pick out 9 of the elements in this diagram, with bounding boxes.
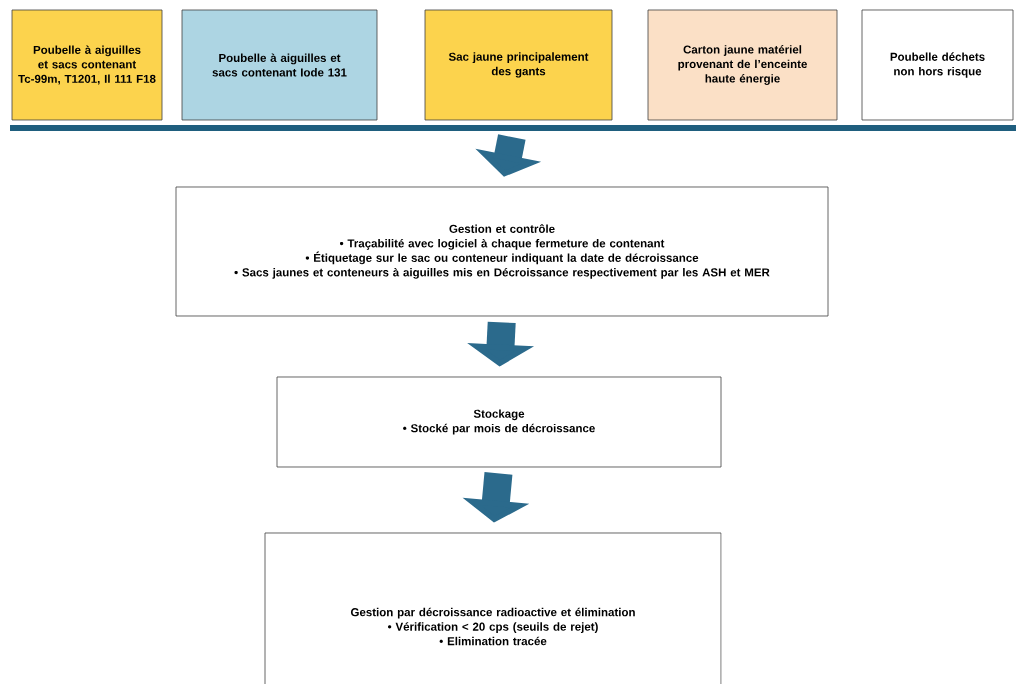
waste-box: Poubelle à aiguilles et sacs contenant Tc-99m, T1201, Il 111 F18 [11, 9, 163, 121]
divider-bar [10, 125, 1016, 131]
waste-box: Poubelle à aiguilles et sacs contenant Iode 131 [181, 9, 378, 121]
waste-box: Carton jaune matériel provenant de l’enceinte haute énergie [647, 9, 838, 121]
process-box: Stockage • Stocké par mois de décroissance [276, 376, 722, 468]
waste-box: Poubelle déchets non hors risque [861, 9, 1014, 121]
waste-box: Sac jaune principalement des gants [424, 9, 613, 121]
process-box: Gestion par décroissance radioactive et élimination • Vérification < 20 cps (seuils de rejet) • Elimination tracée [264, 532, 722, 684]
process-box: Gestion et contrôle • Traçabilité avec logiciel à chaque fermeture de contenant • Étiquetage sur le sac ou conteneur indiquant la date de décroissance • Sacs jaunes et conteneurs à aiguilles mis en Décroissance respectivement par les ASH et MER [175, 186, 829, 317]
